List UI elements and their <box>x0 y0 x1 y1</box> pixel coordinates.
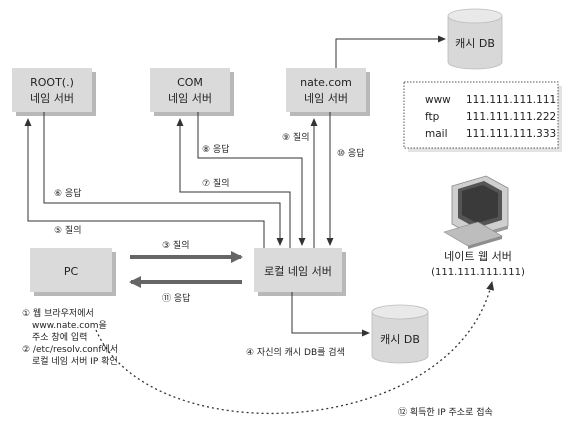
step-9-label: ⑨ 질의 <box>282 131 310 143</box>
com-name-server: COM 네임 서버 <box>150 68 234 116</box>
computer-icon <box>443 175 509 249</box>
record-ip-mail: 111.111.111.333 <box>466 128 556 140</box>
record-host-ftp: ftp <box>425 111 440 123</box>
cache-db-bottom: 캐시 DB <box>371 304 429 364</box>
step-10-label: ⑩ 응답 <box>337 147 365 159</box>
record-ip-www: 111.111.111.111 <box>466 94 556 106</box>
step-7-label: ⑦ 질의 <box>202 177 230 189</box>
com-server-title: COM <box>177 76 203 89</box>
step-2-line2: 로컬 네임 서버 IP 확인 <box>32 355 118 367</box>
record-ip-ftp: 111.111.111.222 <box>466 111 556 123</box>
local-name-server: 로컬 네임 서버 <box>254 248 346 296</box>
local-server-label: 로컬 네임 서버 <box>264 265 332 278</box>
com-server-subtitle: 네임 서버 <box>168 92 212 105</box>
pc-label: PC <box>64 265 79 278</box>
arrow-local-to-cache <box>291 292 370 337</box>
nate-server-subtitle: 네임 서버 <box>304 92 348 105</box>
step-3-label: ③ 질의 <box>162 239 190 251</box>
record-host-mail: mail <box>425 128 448 140</box>
step-12-label: ⑫ 획득한 IP 주소로 접속 <box>398 406 493 418</box>
step-11-label: ⑪ 응답 <box>162 292 190 304</box>
cache-db-top-label: 캐시 DB <box>455 37 495 50</box>
root-server-subtitle: 네임 서버 <box>30 92 74 105</box>
record-host-www: www <box>425 94 451 106</box>
nate-name-server: nate.com 네임 서버 <box>286 68 370 116</box>
arrow-query-root <box>24 118 265 248</box>
step-8-label: ⑧ 응답 <box>202 143 230 155</box>
step-2-line1: ② /etc/resolv.conf에서 <box>22 344 118 355</box>
step-1-line2: www.nate.com을 <box>32 320 107 331</box>
step-1-line1: ① 웹 브라우저에서 <box>22 308 94 319</box>
nate-server-title: nate.com <box>300 76 352 89</box>
step-5-label: ⑤ 질의 <box>54 224 82 236</box>
pc-box: PC <box>30 248 116 296</box>
arrow-response-com <box>197 112 306 246</box>
cache-db-top: 캐시 DB <box>447 8 503 70</box>
connector-arrows <box>24 35 495 415</box>
cache-record-table: www 111.111.111.111 ftp 111.111.111.222 … <box>403 81 562 152</box>
arrow-query-com <box>176 118 291 248</box>
web-server-title: 네이트 웹 서버 <box>444 250 512 263</box>
arrow-response-root <box>43 112 284 246</box>
arrow-pc-to-web <box>95 281 495 415</box>
step-1-line3: 주소 창에 입력 <box>32 331 87 343</box>
step-4-label: ④ 자신의 캐시 DB를 검색 <box>246 346 345 358</box>
web-server-ip: (111.111.111.111) <box>431 267 525 278</box>
root-name-server: ROOT(.) 네임 서버 <box>12 68 96 116</box>
step-6-label: ⑥ 응답 <box>54 187 82 199</box>
cache-db-bottom-label: 캐시 DB <box>380 333 420 346</box>
root-server-title: ROOT(.) <box>30 76 74 89</box>
arrow-nate-to-cache <box>335 35 446 68</box>
